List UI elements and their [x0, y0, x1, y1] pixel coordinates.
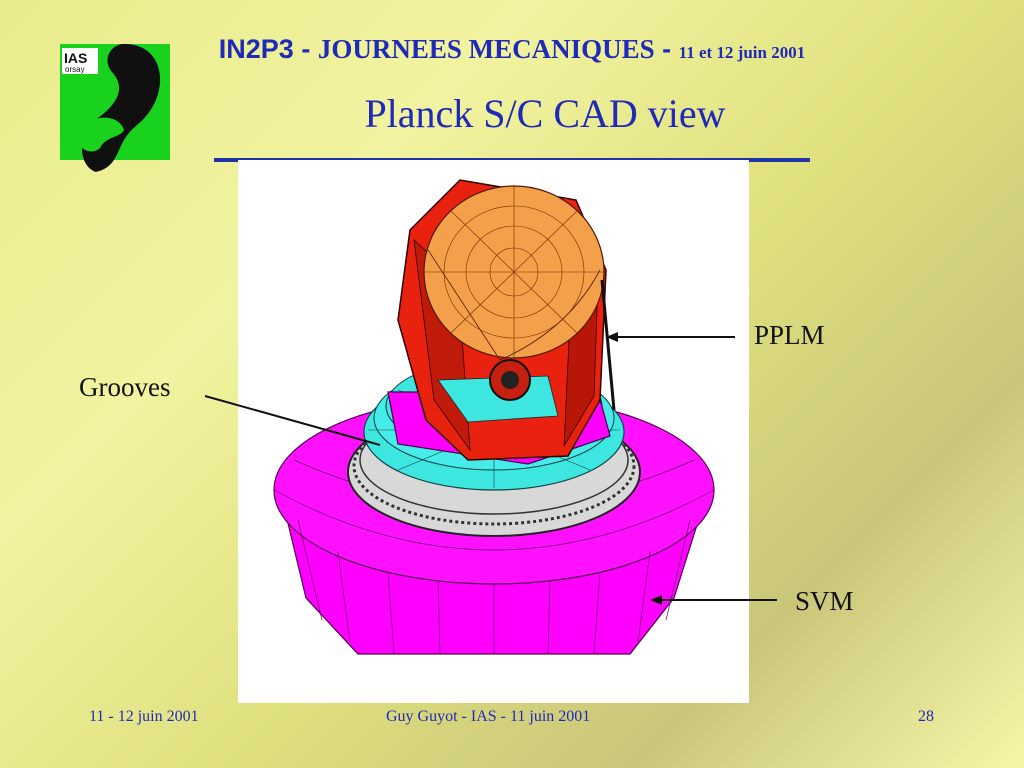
- pplm-module: [397, 179, 616, 461]
- footer-author: Guy Guyot - IAS - 11 juin 2001: [386, 708, 591, 725]
- logo-text-ias: IAS: [64, 50, 87, 66]
- ias-logo: IAS orsay: [58, 38, 172, 172]
- header-organization: IN2P3: [218, 34, 294, 64]
- label-pplm: PPLM: [754, 320, 825, 350]
- header-event: JOURNEES MECANIQUES: [317, 34, 655, 64]
- header-dates: 11 et 12 juin 2001: [678, 43, 806, 62]
- slide-title: Planck S/C CAD view: [364, 91, 726, 136]
- header-separator-2: -: [654, 34, 679, 64]
- footer-date: 11 - 12 juin 2001: [89, 708, 199, 725]
- header-separator: -: [293, 34, 318, 64]
- label-grooves: Grooves: [79, 372, 171, 402]
- cad-image: [238, 160, 749, 703]
- footer-page-number: 28: [918, 708, 934, 725]
- logo-text-orsay: orsay: [65, 65, 85, 74]
- header: IN2P3 - JOURNEES MECANIQUES - 11 et 12 j…: [0, 34, 1024, 65]
- label-svm: SVM: [795, 586, 854, 616]
